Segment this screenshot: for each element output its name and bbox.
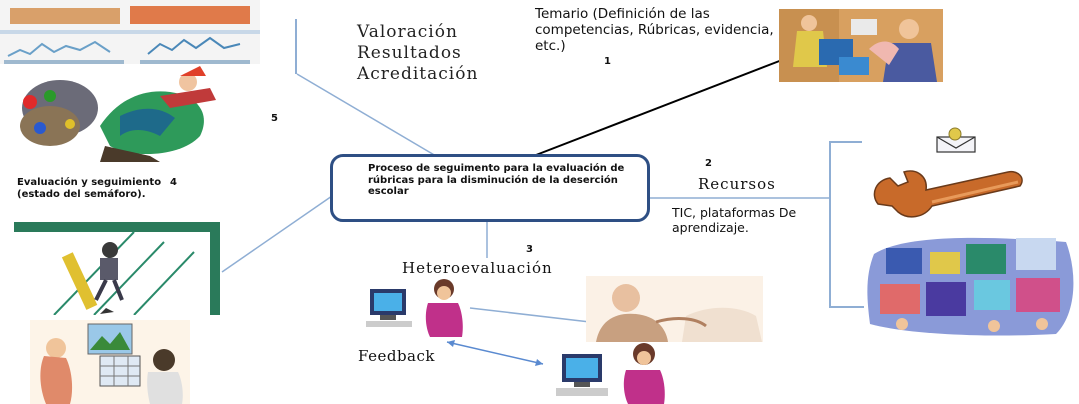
temario-label: Temario (Definición de las competencias,… — [535, 6, 774, 54]
connector-line — [296, 73, 437, 157]
pencil-climber-clipart — [14, 222, 220, 315]
step-number-4: 4 — [170, 177, 177, 188]
evaluacion-label: Evaluación y seguimiento (estado del sem… — [17, 177, 162, 200]
step-number-3: 3 — [526, 244, 533, 255]
computer-collage-clipart — [866, 234, 1078, 336]
valoracion-label: Valoración Resultados Acreditación — [357, 22, 478, 85]
computer-user-clipart — [360, 275, 470, 337]
computer-user-clipart — [552, 340, 672, 404]
connector-line — [221, 195, 333, 273]
tic-label: TIC, plataformas De aprendizaje. — [672, 205, 797, 235]
meeting-clipart — [779, 9, 943, 82]
valoracion-line: Valoración — [357, 22, 458, 42]
wrench-clipart — [868, 164, 1028, 220]
step-number-5: 5 — [271, 113, 278, 124]
arrowhead — [535, 359, 543, 366]
connector-line — [535, 59, 783, 156]
feedback-arrow — [446, 341, 544, 365]
recursos-label: Recursos — [698, 175, 776, 193]
process-box — [330, 154, 650, 222]
connector-bracket — [829, 141, 864, 308]
heteroevaluacion-label: Heteroevaluación — [402, 259, 553, 277]
arrowhead — [447, 340, 455, 347]
resultados-line: Resultados — [357, 43, 462, 63]
acreditacion-line: Acreditación — [357, 64, 479, 84]
step-number-2: 2 — [705, 158, 712, 169]
business-person-clipart — [10, 66, 250, 162]
connector-line — [469, 307, 591, 323]
charts-clipart — [0, 0, 260, 64]
process-label: Proceso de seguimento para la evaluación… — [368, 163, 625, 197]
step-number-1: 1 — [604, 56, 611, 67]
office-people-clipart — [30, 320, 190, 404]
handshake-clipart — [586, 276, 763, 342]
feedback-label: Feedback — [358, 347, 435, 365]
envelope-clipart — [935, 127, 977, 153]
